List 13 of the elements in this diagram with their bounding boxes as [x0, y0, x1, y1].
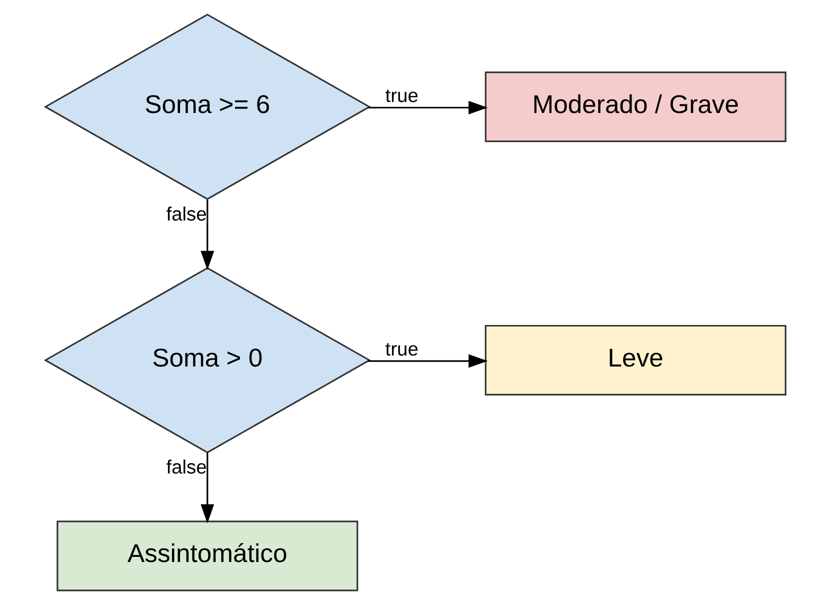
arrow — [200, 200, 214, 270]
node-box: Assintomático — [56, 520, 358, 592]
arrow — [200, 452, 214, 524]
edge-label: true — [385, 340, 418, 361]
edge-label: false — [166, 458, 207, 479]
node-diamond: Soma > 0 — [44, 267, 372, 454]
node-box: Leve — [484, 324, 786, 396]
node-diamond: Soma >= 6 — [44, 14, 372, 200]
edge-label: true — [385, 86, 418, 108]
arrow — [368, 354, 488, 368]
arrow — [368, 100, 488, 114]
node-box: Moderado / Grave — [484, 72, 786, 142]
edge-label: false — [166, 204, 207, 226]
